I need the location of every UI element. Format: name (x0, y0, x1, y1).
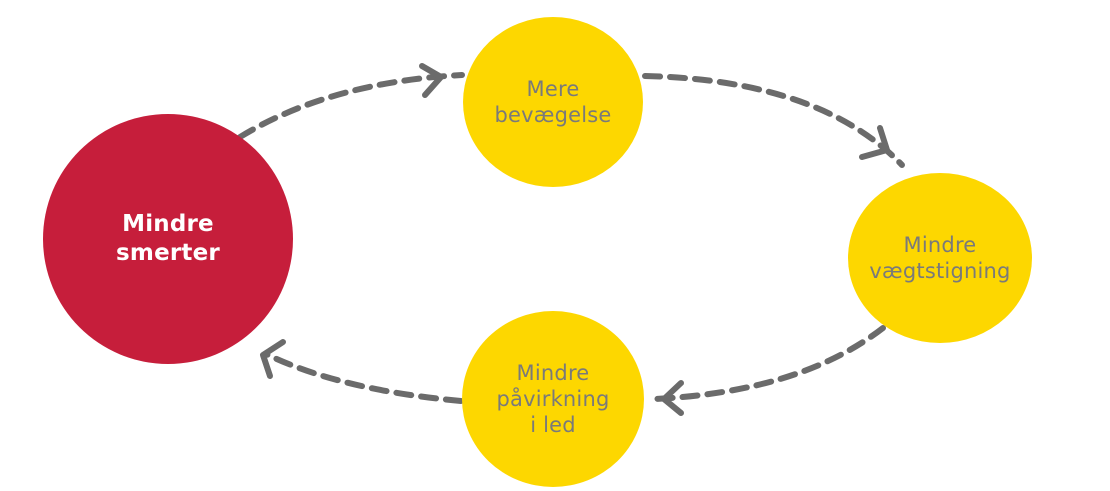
node-label-top: Mere bevægelse (494, 76, 611, 129)
node-mindre-vaegtstigning: Mindre vægtstigning (848, 173, 1032, 343)
node-main-line2: smerter (116, 240, 220, 266)
node-label-right: Mindre vægtstigning (869, 232, 1010, 285)
arrowhead-bottom-to-main (260, 339, 286, 379)
arrowhead-main-to-top (419, 63, 444, 98)
node-label-bottom: Mindre påvirkning i led (496, 360, 609, 439)
arrowhead-top-to-right (859, 125, 890, 160)
arrow-right-to-bottom (651, 325, 886, 402)
node-mere-bevaegelse: Mere bevægelse (463, 17, 643, 187)
node-mindre-smerter: Mindre smerter (43, 114, 293, 364)
node-bottom-line2: påvirkning (496, 386, 610, 411)
node-label-main: Mindre smerter (116, 210, 220, 268)
node-right-line1: Mindre (903, 232, 977, 257)
node-mindre-paavirkning-i-led: Mindre påvirkning i led (462, 311, 644, 487)
arrow-main-to-top (237, 72, 465, 140)
node-bottom-line1: Mindre (516, 360, 590, 385)
arrowhead-right-to-bottom (661, 380, 684, 416)
node-right-line2: vægtstigning (869, 259, 1011, 283)
arrow-bottom-to-main (263, 351, 464, 404)
node-top-line2: bevægelse (494, 103, 612, 127)
node-main-line1: Mindre (122, 211, 214, 238)
node-bottom-line3: i led (530, 413, 576, 438)
arrow-top-to-right (642, 73, 905, 168)
node-top-line1: Mere (526, 76, 580, 101)
